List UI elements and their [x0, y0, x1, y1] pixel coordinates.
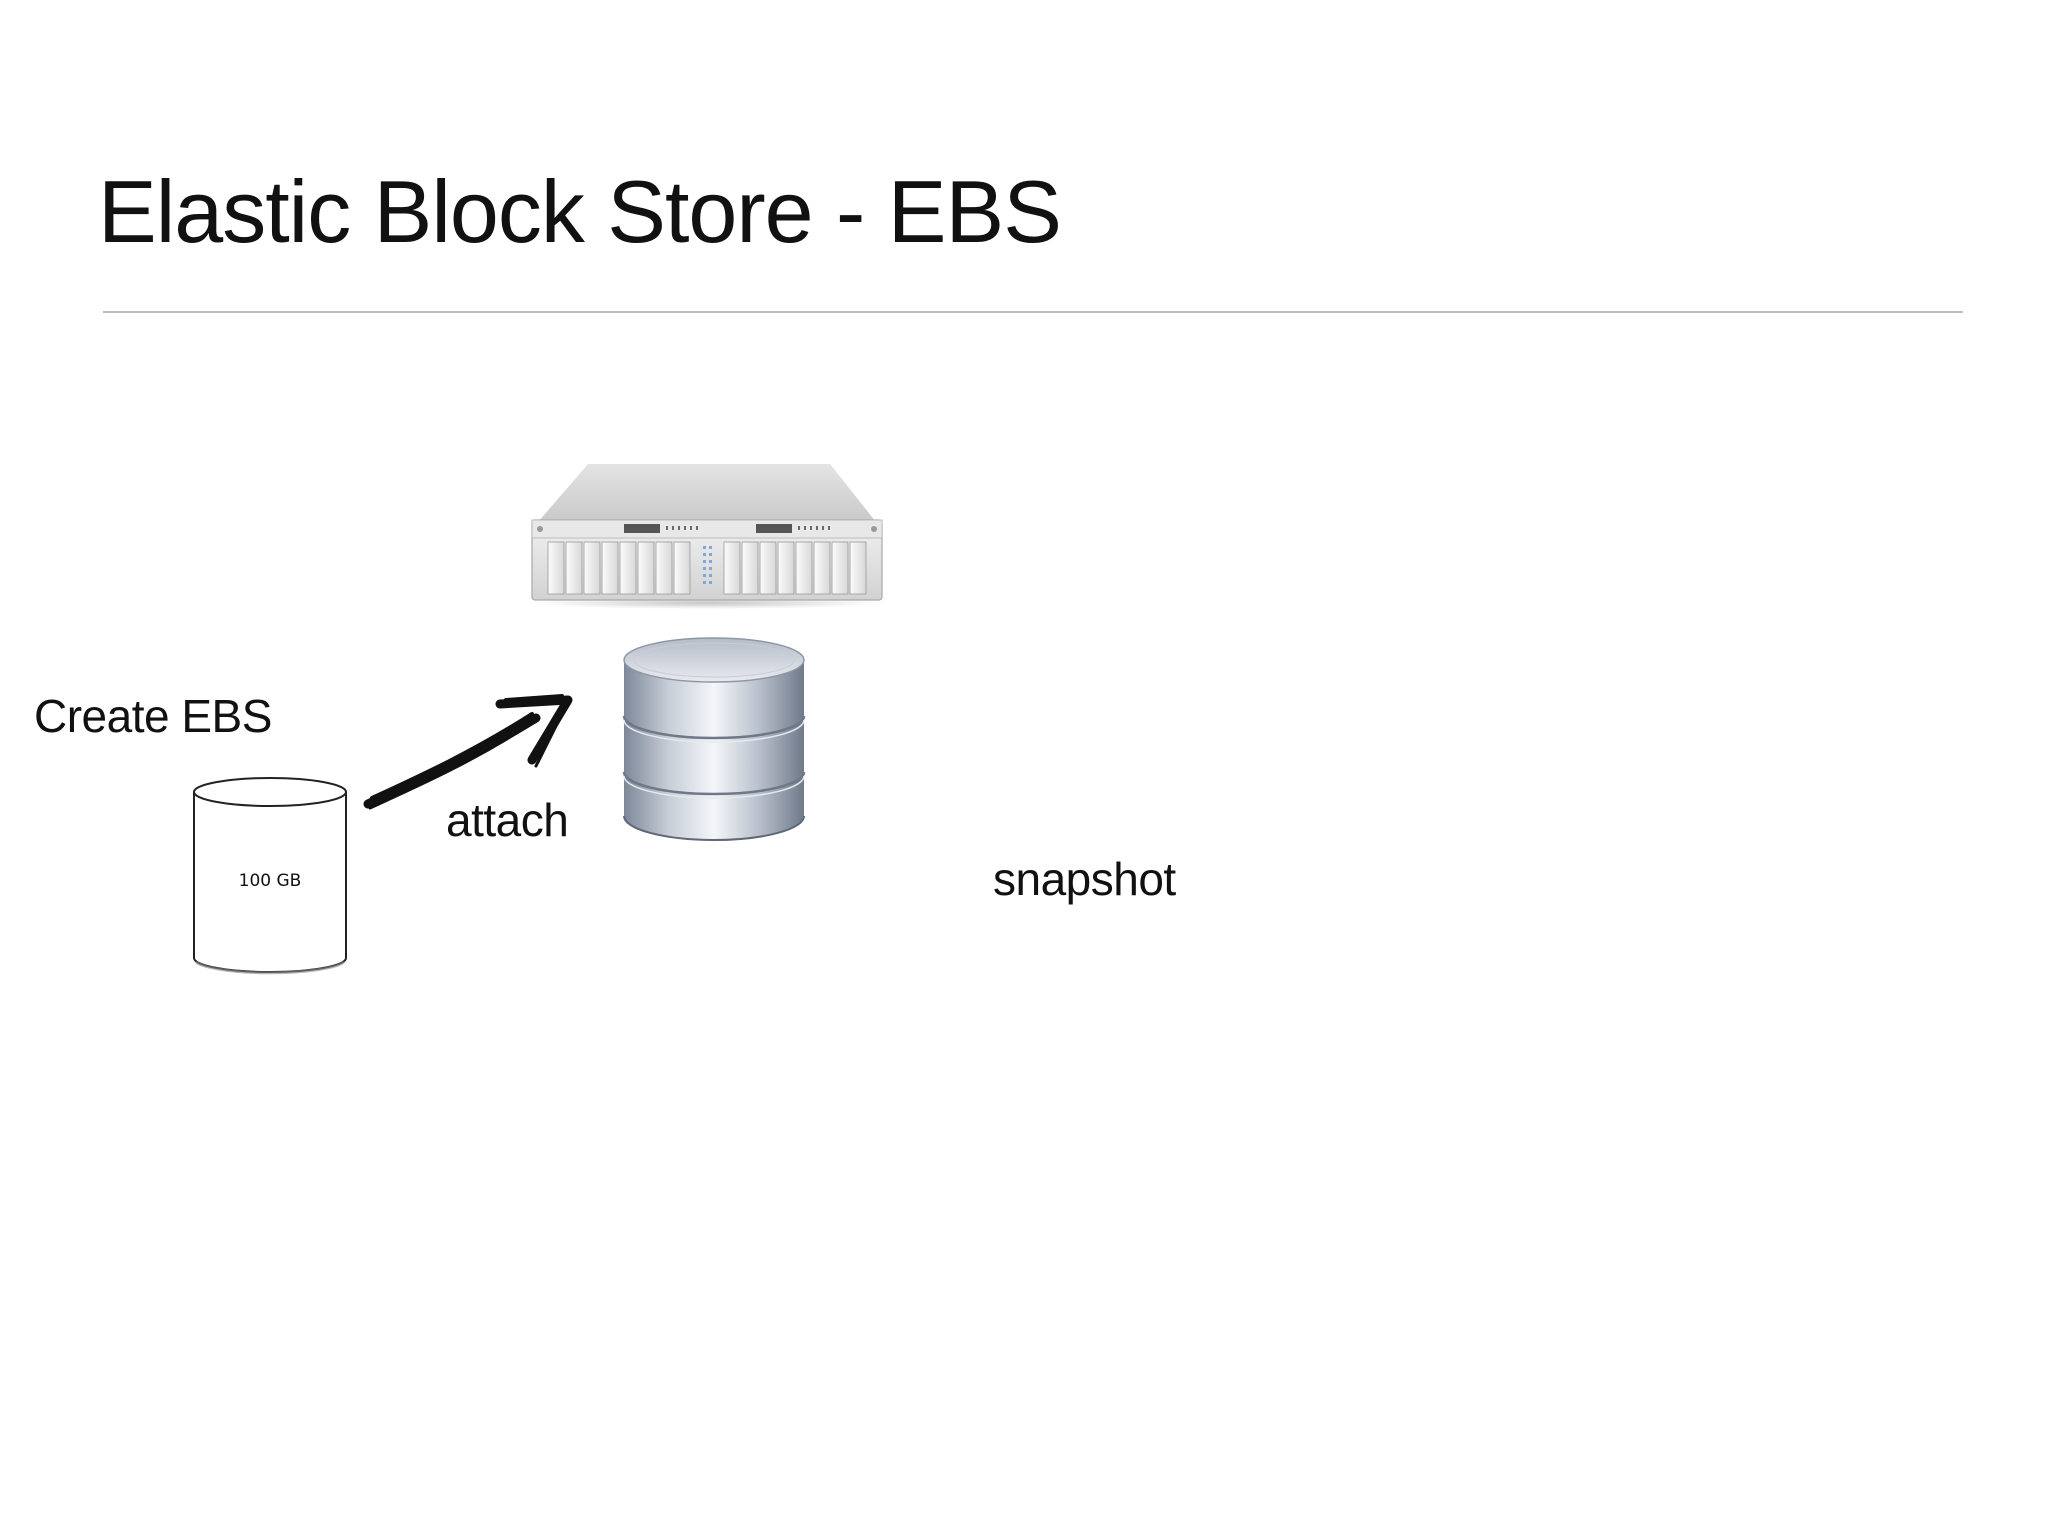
snapshot-label: snapshot	[993, 853, 1176, 905]
volume-cylinder-icon	[193, 777, 347, 975]
slide-title: Elastic Block Store - EBS	[98, 162, 1062, 261]
database-cylinder-icon	[622, 637, 806, 841]
attach-label: attach	[446, 794, 569, 846]
volume-size-label: 100 GB	[238, 871, 302, 891]
server-rack-icon	[531, 464, 883, 609]
title-divider	[103, 311, 1963, 313]
hand-drawn-arrow-icon	[363, 694, 573, 810]
create-ebs-label: Create EBS	[34, 690, 272, 742]
